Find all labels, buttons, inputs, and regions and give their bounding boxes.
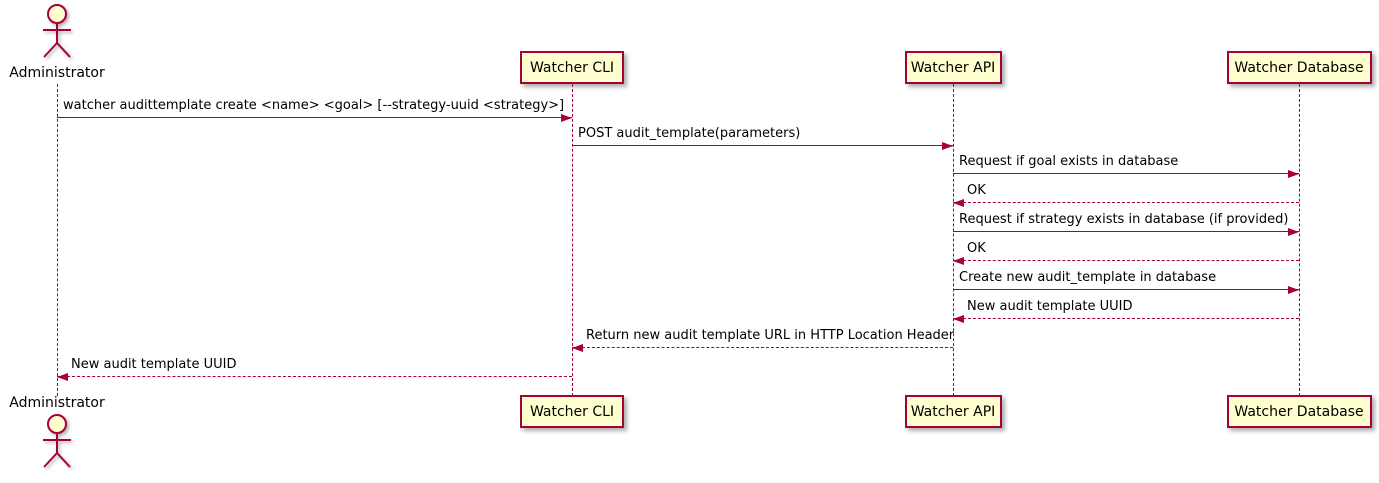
message-arrowhead-7 <box>1288 285 1299 294</box>
message-label-2: POST audit_template(parameters) <box>578 126 801 141</box>
participant-name: Watcher Database <box>1234 403 1364 420</box>
actor-icon-top-administrator <box>33 3 81 65</box>
message-line-6 <box>953 260 1299 261</box>
message-arrowhead-5 <box>1288 227 1299 236</box>
message-line-10 <box>57 376 572 377</box>
participant-name: Watcher Database <box>1234 59 1364 76</box>
message-label-1: watcher audittemplate create <name> <goa… <box>63 98 565 113</box>
participant-box-top-watcher-database: Watcher Database <box>1226 51 1372 84</box>
message-line-5 <box>953 231 1299 232</box>
participant-name: Watcher CLI <box>529 403 615 420</box>
actor-icon-bottom-administrator <box>33 413 81 475</box>
participant-name: Watcher API <box>910 59 996 76</box>
message-arrowhead-9 <box>572 343 583 352</box>
message-arrowhead-3 <box>1288 169 1299 178</box>
message-line-8 <box>953 318 1299 319</box>
message-label-7: Create new audit_template in database <box>959 270 1217 285</box>
message-arrowhead-2 <box>942 141 953 150</box>
message-arrowhead-1 <box>561 113 572 122</box>
message-label-4: OK <box>967 183 986 198</box>
message-label-10: New audit template UUID <box>71 357 237 372</box>
message-label-6: OK <box>967 241 986 256</box>
participant-box-bottom-watcher-api: Watcher API <box>904 395 1002 428</box>
message-line-3 <box>953 173 1299 174</box>
message-line-2 <box>572 145 953 146</box>
lifeline-administrator <box>57 84 58 396</box>
message-arrowhead-4 <box>953 198 964 207</box>
message-label-5: Request if strategy exists in database (… <box>959 212 1289 227</box>
lifeline-watcher-database <box>1299 84 1300 396</box>
participant-name: Watcher CLI <box>529 59 615 76</box>
actor-label-top-administrator: Administrator <box>9 65 105 81</box>
participant-box-bottom-watcher-database: Watcher Database <box>1226 395 1372 428</box>
participant-box-top-watcher-cli: Watcher CLI <box>520 51 624 84</box>
message-label-9: Return new audit template URL in HTTP Lo… <box>586 328 955 343</box>
message-arrowhead-6 <box>953 256 964 265</box>
participant-box-bottom-watcher-cli: Watcher CLI <box>520 395 624 428</box>
message-line-7 <box>953 289 1299 290</box>
message-arrowhead-10 <box>57 372 68 381</box>
message-line-1 <box>57 117 572 118</box>
participant-name: Watcher API <box>910 403 996 420</box>
message-arrowhead-8 <box>953 314 964 323</box>
lifeline-watcher-cli <box>572 84 573 396</box>
participant-box-top-watcher-api: Watcher API <box>904 51 1002 84</box>
message-line-4 <box>953 202 1299 203</box>
lifeline-watcher-api <box>953 84 954 396</box>
message-label-3: Request if goal exists in database <box>959 154 1179 169</box>
message-line-9 <box>572 347 953 348</box>
message-label-8: New audit template UUID <box>967 299 1133 314</box>
actor-label-bottom-administrator: Administrator <box>9 395 105 411</box>
